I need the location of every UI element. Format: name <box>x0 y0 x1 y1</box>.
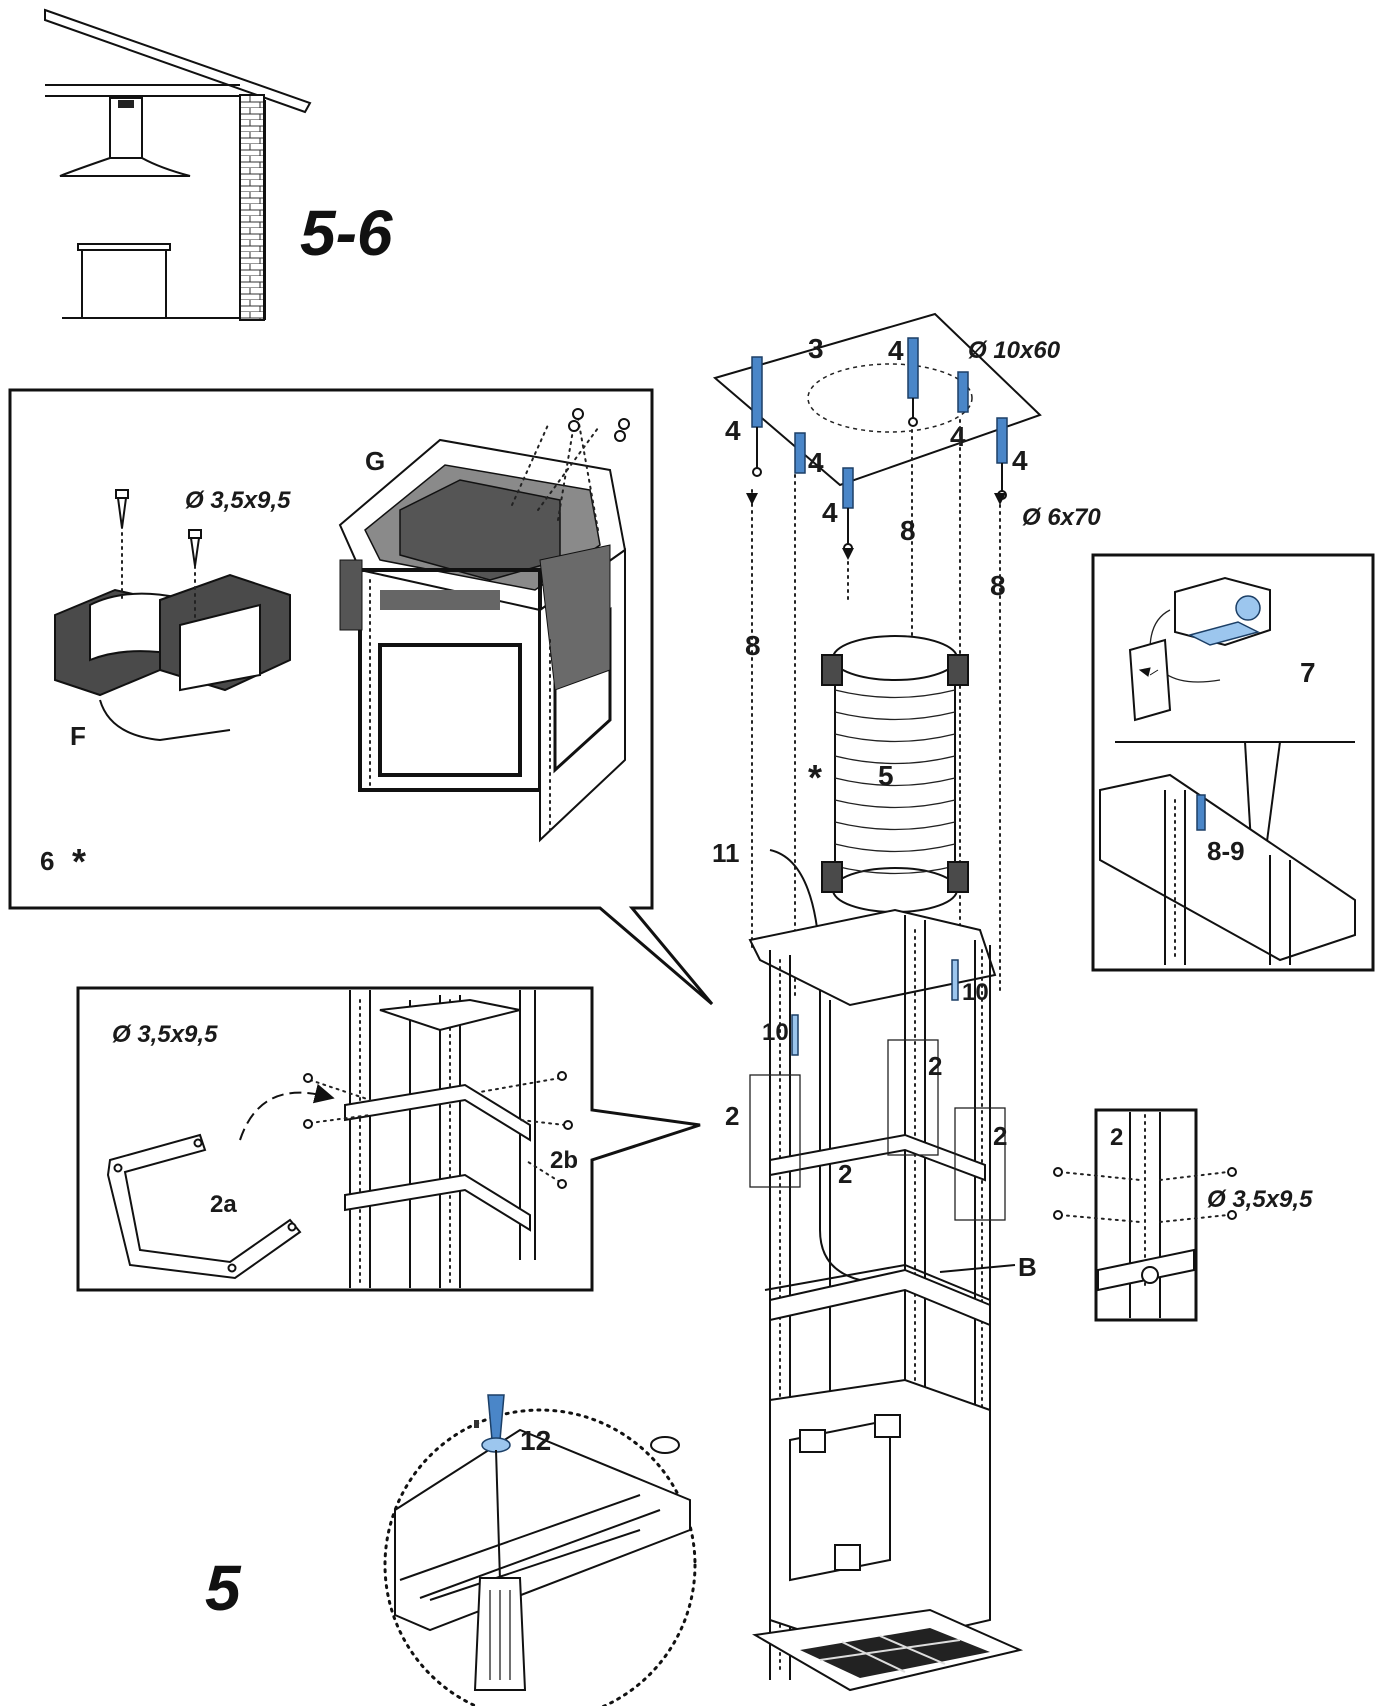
label-8-right: 8 <box>990 570 1006 601</box>
label-10-left: 10 <box>762 1019 789 1046</box>
screwdriver-detail-circle <box>383 1394 697 1706</box>
label-2a: 2a <box>210 1191 237 1218</box>
label-4-left: 4 <box>725 415 741 446</box>
label-2-detail: 2 <box>1110 1124 1123 1151</box>
label-4-bottom: 4 <box>822 497 838 528</box>
label-8-left: 8 <box>745 630 761 661</box>
label-8-center: 8 <box>900 515 916 546</box>
label-10-right: 10 <box>962 979 989 1006</box>
step-6-label: 6 <box>40 846 54 876</box>
part-g-frame <box>338 408 630 843</box>
screw-dimension-label-bracket: Ø 3,5x9,5 <box>112 1021 218 1048</box>
label-2b: 2b <box>550 1147 578 1174</box>
duct-asterisk: * <box>808 757 822 798</box>
part-label-g: G <box>365 446 385 476</box>
bracket-screw-detail-panel <box>1053 1108 1237 1322</box>
label-8-9: 8-9 <box>1207 836 1245 866</box>
label-4-right-inner: 4 <box>950 421 966 452</box>
label-4-right: 4 <box>1012 445 1028 476</box>
bracket-detail-panel <box>76 986 701 1292</box>
flexible-duct <box>821 635 969 913</box>
detail-box-right <box>954 1107 1006 1221</box>
screw-dimension-label-f: Ø 3,5x9,5 <box>185 487 291 514</box>
power-cable <box>769 849 861 1281</box>
label-4-middle: 4 <box>808 447 824 478</box>
figure-title-5-6: 5-6 <box>300 197 393 269</box>
chimney-frame <box>748 908 1024 1692</box>
label-b: B <box>1018 1252 1037 1282</box>
ceiling-mounting-plate <box>712 312 1042 553</box>
label-4-top: 4 <box>888 335 904 366</box>
label-11: 11 <box>712 838 740 868</box>
detail-box-middle <box>887 1039 939 1156</box>
label-3: 3 <box>808 333 824 364</box>
step-6-asterisk: * <box>72 841 86 882</box>
part-label-f: F <box>70 721 86 751</box>
label-2-left: 2 <box>725 1101 739 1131</box>
label-7: 7 <box>1300 657 1316 688</box>
house-location-icon <box>44 8 312 321</box>
figure-title-5: 5 <box>205 1552 242 1624</box>
anchor-dimension-6x70: Ø 6x70 <box>1022 504 1101 531</box>
label-2-center: 2 <box>838 1159 852 1189</box>
label-2-middle: 2 <box>928 1051 942 1081</box>
screw-dimension-label-right: Ø 3,5x9,5 <box>1207 1186 1313 1213</box>
label-12: 12 <box>520 1425 551 1456</box>
anchor-dimension-10x60: Ø 10x60 <box>968 337 1061 364</box>
detail-box-left <box>749 1074 801 1188</box>
label-5: 5 <box>878 760 894 791</box>
electrical-box-detail-panel <box>1091 553 1375 972</box>
label-2-right: 2 <box>993 1121 1007 1151</box>
part-f-adapter <box>54 489 291 742</box>
